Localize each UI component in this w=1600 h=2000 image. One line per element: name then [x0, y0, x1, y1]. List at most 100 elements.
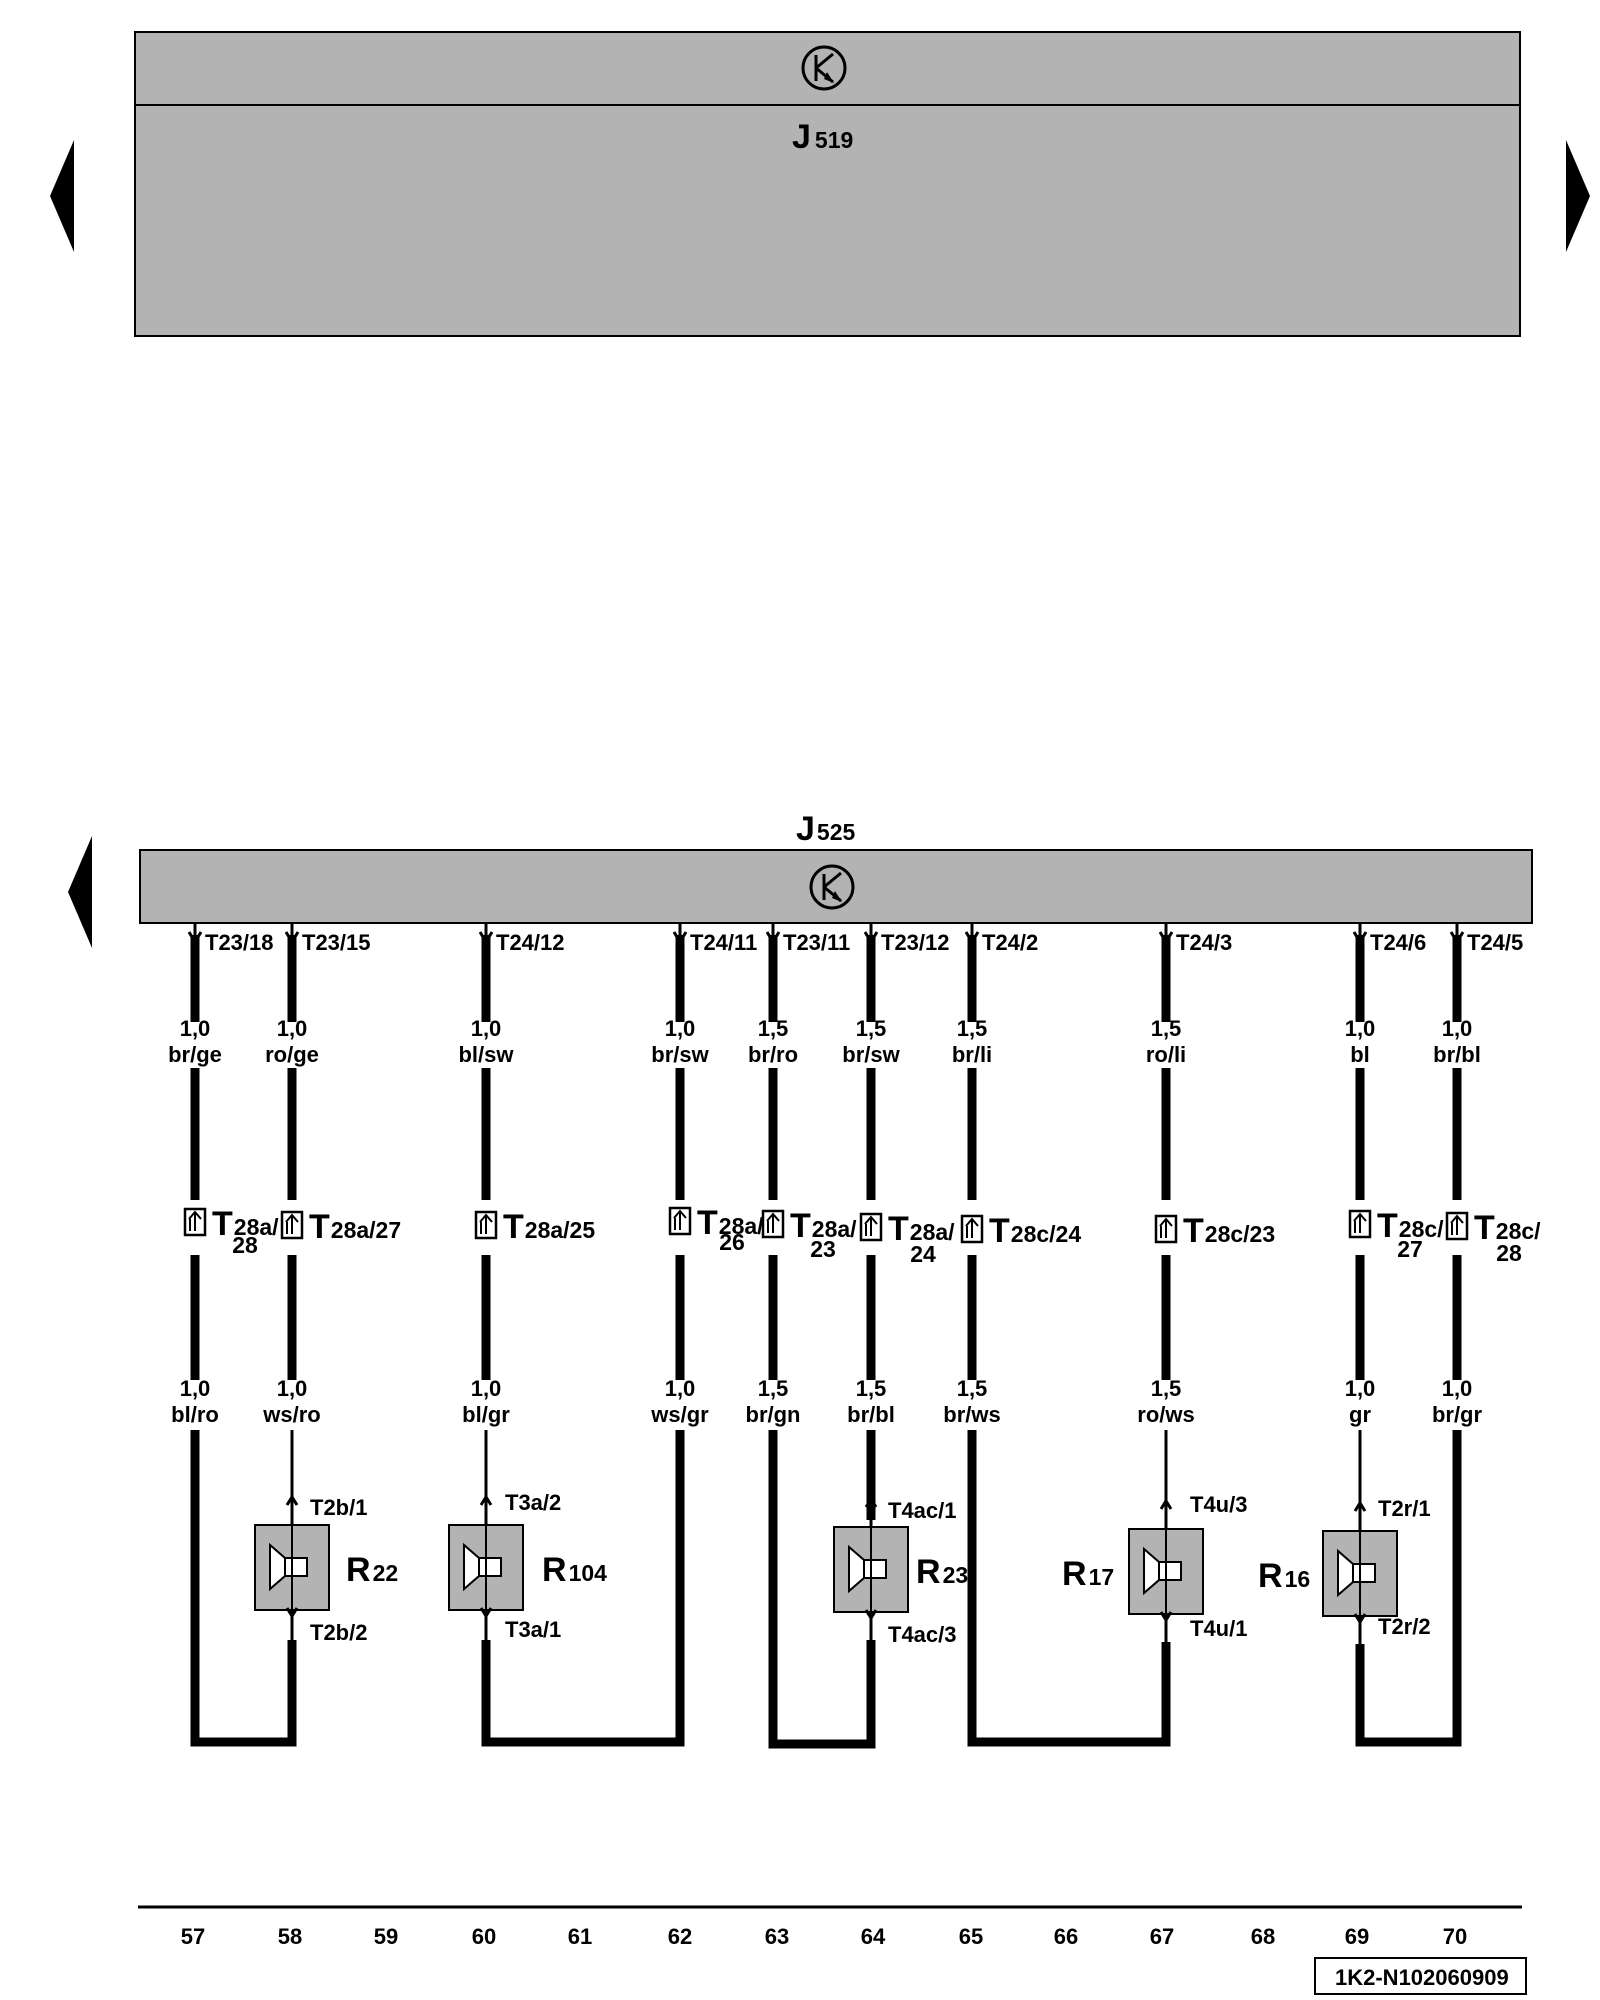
column-number: 64 [861, 1924, 886, 1949]
pin-label: T24/6 [1370, 930, 1426, 955]
wire-color: br/ge [168, 1042, 222, 1067]
connector-arrow-icon [964, 931, 980, 945]
column-number: 65 [959, 1924, 983, 1949]
connector-arrow-icon [1159, 1498, 1173, 1510]
connector-w1: T28a/28 [183, 1205, 279, 1258]
triangle-right-icon[interactable] [1566, 140, 1590, 252]
pin-label: T23/15 [302, 930, 371, 955]
top-pin-labels: T23/18 T23/15 T24/12 T24/11 T23/11 T23/12 T24/… [187, 924, 1523, 955]
wire-color: br/bl [1433, 1042, 1481, 1067]
column-number: 68 [1251, 1924, 1275, 1949]
connector-label: T28a/ [790, 1207, 857, 1245]
wire-color: br/gn [746, 1402, 801, 1427]
wire-size: 1,0 [471, 1376, 502, 1401]
pin-label: T24/12 [496, 930, 565, 955]
connector-arrow-icon [478, 931, 494, 945]
column-number: 69 [1345, 1924, 1369, 1949]
wire-color: ro/ws [1137, 1402, 1194, 1427]
wire-size: 1,0 [1442, 1376, 1473, 1401]
connector-arrow-icon [1159, 1217, 1173, 1238]
wire-color: bl/sw [458, 1042, 514, 1067]
speaker-label: R16 [1258, 1557, 1310, 1595]
connector-arrow-icon [1450, 1214, 1464, 1235]
wire-size: 1,0 [277, 1016, 308, 1041]
speaker-pin-top: T2r/1 [1378, 1496, 1431, 1521]
wire-size: 1,0 [180, 1016, 211, 1041]
connector-arrow-icon [285, 1213, 299, 1234]
loop-w7-w8 [967, 1430, 1171, 1747]
wire-size: 1,5 [1151, 1376, 1182, 1401]
connector-arrow-icon [864, 1609, 878, 1621]
pin-label: T23/12 [881, 930, 950, 955]
connector-arrow-icon [1353, 1500, 1367, 1512]
wire-color: br/gr [1432, 1402, 1483, 1427]
top-pin-w6: T23/12 [863, 924, 950, 955]
wire-color: br/sw [651, 1042, 709, 1067]
wire-size: 1,0 [1345, 1376, 1376, 1401]
wire-color: ro/li [1146, 1042, 1186, 1067]
loop-w9-w10 [1355, 1430, 1462, 1747]
top-pin-w9: T24/6 [1352, 924, 1426, 955]
pin-label: T24/11 [690, 930, 757, 955]
speaker-label: R104 [542, 1551, 607, 1589]
connector-arrow-icon [479, 1213, 493, 1234]
wire-size: 1,0 [277, 1376, 308, 1401]
reference-box: 1K2-N102060909 [1314, 1957, 1527, 1995]
pin-label: T24/2 [982, 930, 1038, 955]
wire-color: bl/gr [462, 1402, 510, 1427]
speaker-pin-bottom: T2r/2 [1378, 1614, 1431, 1639]
transistor-symbol-icon [801, 45, 847, 91]
connector-arrow-icon [765, 931, 781, 945]
column-number: 60 [472, 1924, 496, 1949]
top-pin-w4: T24/11 [672, 924, 757, 955]
connector-w6: T28a/24 [859, 1210, 955, 1267]
wire-spec-labels: 1,0br/ge1,0bl/ro1,0ro/ge1,0ws/ro1,0bl/sw… [168, 1016, 1482, 1427]
connector-arrow-icon [863, 931, 879, 945]
wire-size: 1,5 [758, 1016, 789, 1041]
connector-sub-label: 26 [719, 1229, 745, 1255]
speaker-icon [463, 1542, 502, 1592]
connector-arrow-icon [1352, 931, 1368, 945]
connector-arrow-icon [285, 1494, 299, 1506]
wire-color: gr [1349, 1402, 1371, 1427]
top-pin-w8: T24/3 [1158, 924, 1232, 955]
connector-arrow-icon [187, 931, 203, 945]
wire-size: 1,5 [758, 1376, 789, 1401]
pin-label: T23/11 [783, 930, 850, 955]
connector-arrow-icon [672, 931, 688, 945]
wire-layer [190, 935, 1462, 1520]
connector-sub-label: 27 [1397, 1236, 1423, 1262]
loop-w5-w6 [768, 1430, 876, 1749]
connector-w10: T28c/28 [1445, 1209, 1541, 1266]
connector-w3: T28a/25 [474, 1208, 595, 1246]
wire-color: br/bl [847, 1402, 895, 1427]
wire-color: ws/gr [650, 1402, 709, 1427]
pin-label: T24/5 [1467, 930, 1523, 955]
connector-arrow-icon [965, 1217, 979, 1238]
transistor-symbol-icon [809, 864, 855, 910]
speaker-pin-top: T3a/2 [505, 1490, 561, 1515]
column-number: 61 [568, 1924, 592, 1949]
speaker-label: R23 [916, 1553, 968, 1591]
connector-label: T28a/25 [503, 1208, 595, 1246]
loop-w1-w2 [190, 1430, 297, 1747]
connector-label: T28c/ [1377, 1207, 1444, 1245]
column-number: 59 [374, 1924, 398, 1949]
connector-arrow-icon [766, 1212, 780, 1233]
speaker-label: R17 [1062, 1555, 1114, 1593]
connector-label: T28a/27 [309, 1208, 401, 1246]
wire-color: br/sw [842, 1042, 900, 1067]
wire-size: 1,5 [957, 1376, 988, 1401]
wire-color: br/ws [943, 1402, 1000, 1427]
connector-arrow-icon [1158, 931, 1174, 945]
control-unit-j525: J525 [139, 810, 1533, 924]
connector-sub-label: 24 [910, 1241, 936, 1267]
triangle-left-icon[interactable] [50, 140, 74, 252]
connector-label: T28c/23 [1183, 1212, 1275, 1250]
connector-w9: T28c/27 [1348, 1207, 1444, 1262]
wire-size: 1,5 [1151, 1016, 1182, 1041]
triangle-left-icon[interactable] [68, 836, 92, 948]
speaker-pin-top: T2b/1 [310, 1495, 367, 1520]
pin-label: T23/18 [205, 930, 274, 955]
speaker-icon [1143, 1546, 1182, 1596]
